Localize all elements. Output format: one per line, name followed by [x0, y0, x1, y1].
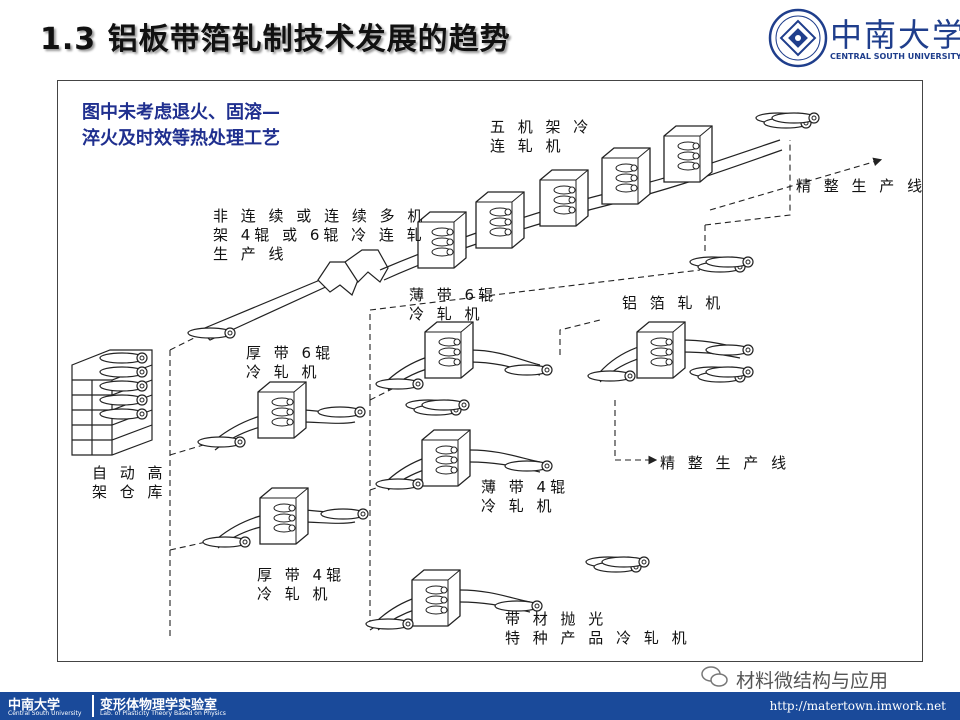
label-line: 五 机 架 冷 [490, 118, 593, 136]
logo-chinese-name: 中南大学 [830, 16, 960, 54]
label-line: 架 4辊 或 6辊 冷 连 轧 [213, 226, 426, 244]
annotation-note: 图中未考虑退火、固溶— 淬火及时效等热处理工艺 [82, 100, 280, 152]
footer-school-cn: 中南大学 [8, 698, 61, 713]
footer-bar: 中南大学 Central South University 变形体物理学实验室 … [0, 692, 960, 720]
watermark-text: 材料微结构与应用 [736, 670, 889, 692]
label-warehouse: 自 动 高 架 仓 库 [92, 464, 167, 502]
label-finishing-top: 精 整 生 产 线 [796, 177, 927, 195]
label-line: 特 种 产 品 冷 轧 机 [505, 629, 691, 647]
university-logo: 中南大学 CENTRAL SOUTH UNIVERSITY [768, 8, 960, 74]
footer-divider [92, 695, 94, 717]
footer-url[interactable]: http://matertown.imwork.net [769, 699, 946, 713]
label-line: 架 仓 库 [92, 483, 167, 501]
label-line: 厚 带 4辊 [257, 566, 346, 584]
label-thick-4hi: 厚 带 4辊 冷 轧 机 [257, 566, 345, 604]
thin-4hi-mill [375, 429, 553, 491]
thick-6hi-mill [197, 381, 366, 451]
university-seal-icon [768, 8, 828, 68]
label-thick-6hi: 厚 带 6辊 冷 轧 机 [246, 344, 334, 382]
label-line: 厚 带 6辊 [246, 344, 335, 362]
label-line: 带 材 抛 光 [505, 610, 608, 628]
label-line: 连 轧 机 [490, 137, 565, 155]
label-line: 冷 轧 机 [481, 497, 556, 515]
annotation-line-1: 图中未考虑退火、固溶— [82, 102, 280, 123]
label-line: 薄 带 6辊 [409, 286, 498, 304]
label-line: 生 产 线 [213, 245, 288, 263]
annotation-line-2: 淬火及时效等热处理工艺 [82, 128, 280, 149]
label-five-stand: 五 机 架 冷 连 轧 机 [490, 118, 592, 156]
label-thin-6hi: 薄 带 6辊 冷 轧 机 [409, 286, 497, 324]
footer-lab-cn: 变形体物理学实验室 [100, 698, 218, 713]
label-line: 自 动 高 [92, 464, 167, 482]
footer-school-en: Central South University [8, 710, 82, 717]
five-stand-tandem-mill [379, 113, 819, 281]
foil-mill [587, 257, 754, 383]
label-foil-mill: 铝 箔 轧 机 [622, 294, 725, 312]
label-line: 非 连 续 或 连 续 多 机 [213, 207, 427, 225]
label-finishing-mid: 精 整 生 产 线 [660, 454, 791, 472]
multi-stand-line [187, 249, 389, 341]
logo-english-name: CENTRAL SOUTH UNIVERSITY [830, 52, 960, 61]
thick-4hi-mill [202, 487, 369, 549]
label-line: 冷 轧 机 [257, 585, 332, 603]
wechat-icon [701, 666, 728, 687]
footer-lab-en: Lab. of Plasticity Theory Based on Physi… [100, 710, 226, 717]
polishing-mill [365, 557, 649, 631]
label-polishing: 带 材 抛 光 特 种 产 品 冷 轧 机 [505, 610, 691, 648]
label-line: 冷 轧 机 [409, 305, 484, 323]
diagram-frame [57, 80, 923, 662]
label-line: 冷 轧 机 [246, 363, 321, 381]
thin-6hi-mill [375, 321, 553, 415]
slide-title: 1.3 铝板带箔轧制技术发展的趋势 [40, 22, 511, 57]
label-multi-stand: 非 连 续 或 连 续 多 机 架 4辊 或 6辊 冷 连 轧 生 产 线 [213, 207, 426, 264]
label-line: 薄 带 4辊 [481, 478, 570, 496]
label-thin-4hi: 薄 带 4辊 冷 轧 机 [481, 478, 569, 516]
